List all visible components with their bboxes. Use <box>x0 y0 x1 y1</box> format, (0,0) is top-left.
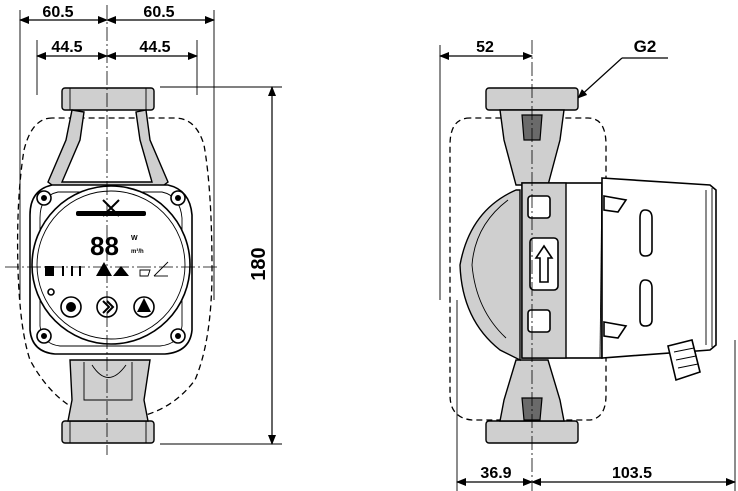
front-buttons <box>60 296 155 318</box>
side-pipe-bottom <box>499 359 565 422</box>
thread-callout-label: G2 <box>634 37 657 56</box>
flow-direction-arrow-icon <box>534 244 554 283</box>
dim-label-side-top: 52 <box>476 39 494 56</box>
side-cable-connector <box>667 339 701 382</box>
display-unit-bottom: m³/h <box>131 248 144 255</box>
dim-label-side-bottom-right: 103.5 <box>612 465 652 482</box>
side-control-box <box>601 177 717 359</box>
front-body-bottom <box>67 359 151 422</box>
mode-indicators <box>45 261 169 277</box>
front-flange-bottom <box>61 420 155 444</box>
side-volute <box>459 189 521 362</box>
thread-callout-leader <box>577 57 623 99</box>
front-flange-top <box>61 87 155 111</box>
dim-label-height: 180 <box>248 247 270 280</box>
dim-label-top-left: 60.5 <box>42 4 73 21</box>
front-view: 60.5 60.5 44.5 44.5 180 <box>5 4 282 455</box>
side-view: 52 G2 36.9 103.5 <box>439 37 736 491</box>
dim-label-side-bottom-left: 36.9 <box>480 465 511 482</box>
brand-logo <box>76 199 146 217</box>
status-led-icon <box>47 288 55 296</box>
front-control-face <box>31 185 191 345</box>
front-body-top <box>47 109 169 189</box>
display-digits: 88 <box>90 231 119 261</box>
dim-label-inner-right: 44.5 <box>139 39 170 56</box>
front-motor-outline-dashed <box>16 117 213 421</box>
side-head-outline-dashed <box>449 117 607 421</box>
display-unit-top: W <box>131 235 138 242</box>
dim-label-top-right: 60.5 <box>143 4 174 21</box>
front-corner-screws <box>36 190 186 344</box>
dim-label-inner-left: 44.5 <box>51 39 82 56</box>
